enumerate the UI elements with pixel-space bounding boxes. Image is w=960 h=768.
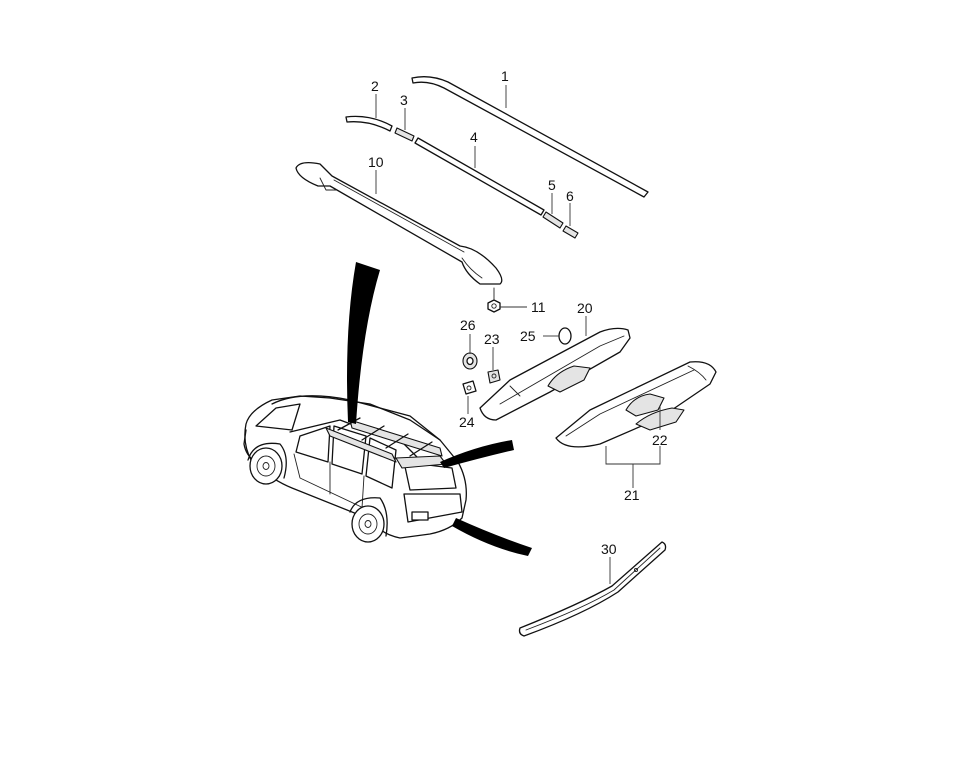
part-25-plug[interactable] [558, 327, 572, 345]
part-3-molding-joint[interactable] [394, 127, 415, 142]
part-23-clip[interactable] [487, 369, 501, 384]
part-5-molding-joint[interactable] [542, 211, 564, 229]
part-21-spoiler-panel[interactable] [555, 361, 717, 448]
part-2-molding-end[interactable] [345, 115, 393, 132]
callout-10: 10 [368, 154, 384, 170]
callout-30: 30 [601, 541, 617, 557]
callout-20: 20 [577, 300, 593, 316]
callout-24: 24 [459, 414, 475, 430]
callout-6: 6 [566, 188, 574, 204]
part-11-nut[interactable] [487, 287, 501, 313]
part-30-garnish[interactable] [518, 541, 667, 637]
callout-23: 23 [484, 331, 500, 347]
callout-22: 22 [652, 432, 668, 448]
callout-25: 25 [520, 328, 536, 344]
pointer-arrows [347, 262, 532, 556]
callout-21: 21 [624, 487, 640, 503]
callout-1: 1 [501, 68, 509, 84]
pointer-arrow-garnish [452, 518, 532, 556]
pointer-arrow-spoiler [440, 440, 514, 468]
callout-5: 5 [548, 177, 556, 193]
part-10-roof-rail[interactable] [295, 162, 503, 285]
part-6-molding-cap[interactable] [562, 225, 579, 239]
part-1-roof-molding[interactable] [411, 76, 649, 198]
part-26-grommet[interactable] [462, 352, 478, 370]
callout-2: 2 [371, 78, 379, 94]
vehicle-illustration [243, 395, 467, 543]
part-4-molding-strip[interactable] [414, 137, 545, 216]
pointer-arrow-roof [347, 262, 380, 424]
callout-26: 26 [460, 317, 476, 333]
part-20-spoiler[interactable] [479, 327, 631, 421]
callout-labels: 1 2 3 4 5 6 10 11 20 21 22 23 24 25 26 3… [368, 68, 668, 557]
part-24-fastener[interactable] [462, 380, 477, 395]
callout-11: 11 [531, 299, 546, 315]
leader-lines [375, 85, 661, 584]
callout-3: 3 [400, 92, 408, 108]
callout-4: 4 [470, 129, 478, 145]
